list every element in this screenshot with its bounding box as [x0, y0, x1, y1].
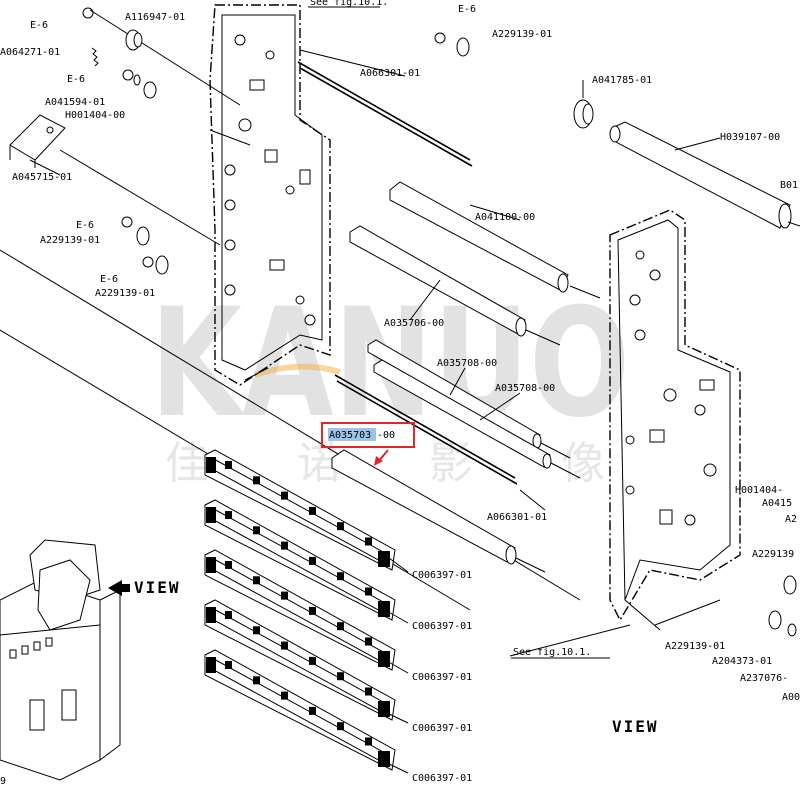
- a229139-label: A229139: [752, 549, 794, 560]
- c006397-label: C006397-01: [412, 570, 472, 581]
- a041785-label: A041785-01: [592, 75, 652, 86]
- shaft-a066301-bottom: [334, 374, 518, 485]
- rack-trays: [204, 449, 396, 771]
- a041594-label: A041594-01: [45, 97, 105, 108]
- rack-tray: [204, 449, 396, 571]
- a2-label: A2: [785, 514, 797, 525]
- a064271-label: A064271-01: [0, 47, 60, 58]
- c006397-label: C006397-01: [412, 621, 472, 632]
- a035703-suffix-label: -00: [377, 430, 395, 441]
- h001404-label: H001404-: [735, 485, 783, 496]
- c006397-label: C006397-01: [412, 672, 472, 683]
- rack-tray: [204, 549, 396, 671]
- rack-tray: [204, 499, 396, 621]
- bearing-h001404: [133, 74, 157, 99]
- e6-label: E-6: [67, 74, 85, 85]
- rack-tray: [204, 599, 396, 721]
- leader-line: [59, 149, 221, 246]
- roller-a041100: [389, 181, 601, 299]
- roller-a035703: [331, 449, 546, 573]
- a229139-label: A229139-01: [492, 29, 552, 40]
- see-fig-top-label: See fig.10.1.: [310, 0, 388, 8]
- left-frame-plate: [209, 4, 331, 386]
- a229139-label: A229139-01: [665, 641, 725, 652]
- a229139-label: A229139-01: [95, 288, 155, 299]
- bracket-a045715: [9, 114, 66, 168]
- roller-a035708-2: [373, 359, 581, 479]
- a041100-label: A041100-00: [475, 212, 535, 223]
- clips-e6: [82, 7, 446, 268]
- a066301-label: A066301-01: [487, 512, 547, 523]
- highlight-box: [321, 422, 415, 448]
- e6-label: E-6: [100, 274, 118, 285]
- a035703-highlighted-label: A035703: [329, 430, 371, 441]
- c006397-label: C006397-01: [412, 723, 472, 734]
- b01-label: B01: [780, 180, 798, 191]
- leader-line: [89, 9, 241, 106]
- a116947-label: A116947-01: [125, 12, 185, 23]
- c006397-label: C006397-01: [412, 773, 472, 784]
- edge-number-label: 9: [0, 776, 6, 787]
- text-selection: [328, 428, 376, 441]
- label-leaders: [29, 49, 721, 774]
- a045715-label: A045715-01: [12, 172, 72, 183]
- shaft-a066301-top: [297, 61, 473, 167]
- a035706-label: A035706-00: [384, 318, 444, 329]
- highlight-arrowhead-icon: [374, 456, 383, 466]
- e6-label: E-6: [76, 220, 94, 231]
- roller-h039107: [609, 121, 800, 229]
- roller-a035706: [349, 225, 561, 346]
- a237076-label: A237076-: [740, 673, 788, 684]
- a229139-label: A229139-01: [40, 235, 100, 246]
- gears-a229139: [136, 37, 797, 637]
- h039107-label: H039107-00: [720, 132, 780, 143]
- roller-a035708-1: [367, 339, 571, 459]
- processor-machine-sketch: [0, 539, 121, 781]
- view-label: VIEW: [134, 578, 181, 597]
- rack-tray: [204, 649, 396, 771]
- a0415-label: A0415: [762, 498, 792, 509]
- a035708-label: A035708-00: [437, 358, 497, 369]
- view-label: VIEW: [612, 717, 659, 736]
- see-fig-bottom-label: See fig.10.1.: [513, 647, 591, 658]
- a066301-label: A066301-01: [360, 68, 420, 79]
- gear-a116947: [125, 29, 143, 51]
- a00-label: A00: [782, 692, 800, 703]
- view-arrow-icon: [108, 580, 130, 596]
- a204373-label: A204373-01: [712, 656, 772, 667]
- bearing-a041785: [573, 80, 594, 129]
- right-frame-plate: [609, 209, 741, 631]
- watermark-swoosh: [254, 363, 341, 378]
- h001404-label: H001404-00: [65, 110, 125, 121]
- spring-a064271: [91, 47, 99, 67]
- e6-label: E-6: [458, 4, 476, 15]
- a035708-label: A035708-00: [495, 383, 555, 394]
- e6-label: E-6: [30, 20, 48, 31]
